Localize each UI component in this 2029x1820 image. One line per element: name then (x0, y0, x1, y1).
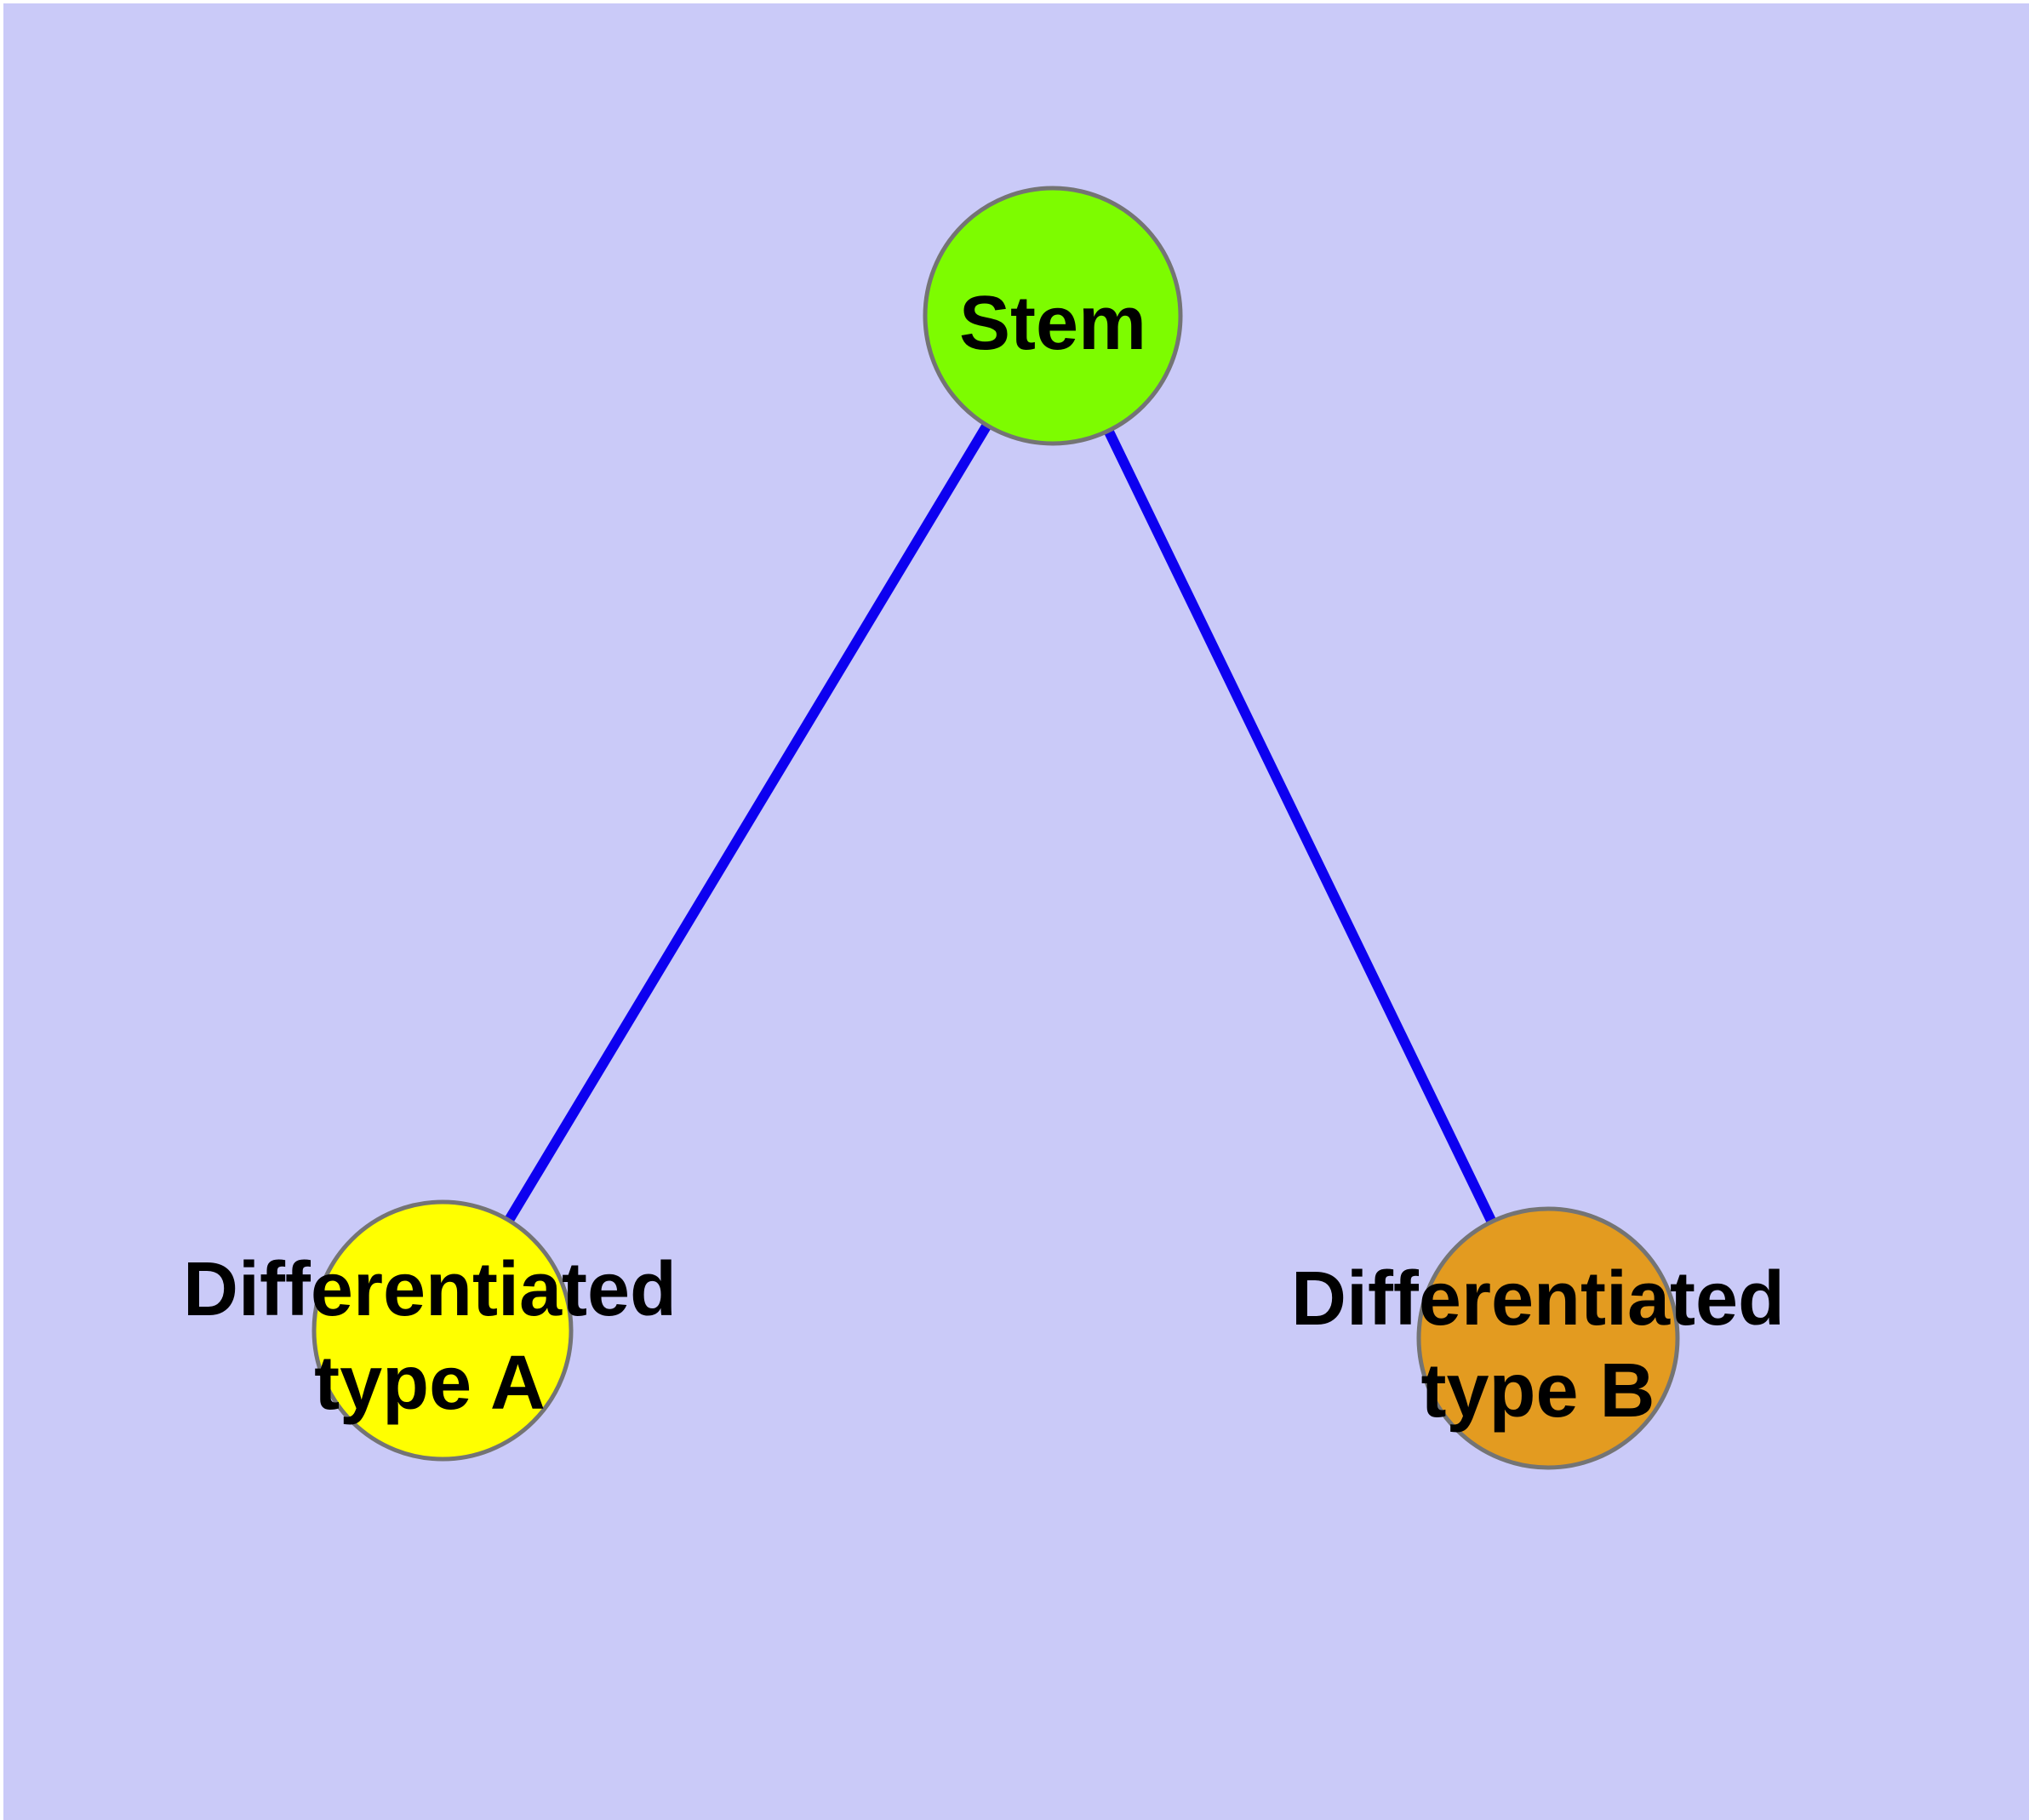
node-differentiated-type-a (311, 1199, 574, 1462)
node-typeB-label-line1: Differentiated (1291, 1256, 1785, 1342)
edge-stem-to-typeA (437, 312, 1058, 1334)
edge-stem-to-typeB (1048, 313, 1553, 1341)
node-layer (311, 186, 1680, 1470)
node-typeA-label-line2: type A (314, 1341, 546, 1426)
label-layer: Stem Differentiated type A Differentiate… (183, 281, 1785, 1434)
node-stem-label: Stem (959, 281, 1146, 366)
node-differentiated-type-b (1416, 1206, 1680, 1470)
edge-layer (437, 312, 1553, 1341)
node-stem (923, 186, 1183, 446)
node-typeA-label-line1: Differentiated (183, 1247, 677, 1332)
node-typeB-label-line2: type B (1420, 1348, 1655, 1434)
